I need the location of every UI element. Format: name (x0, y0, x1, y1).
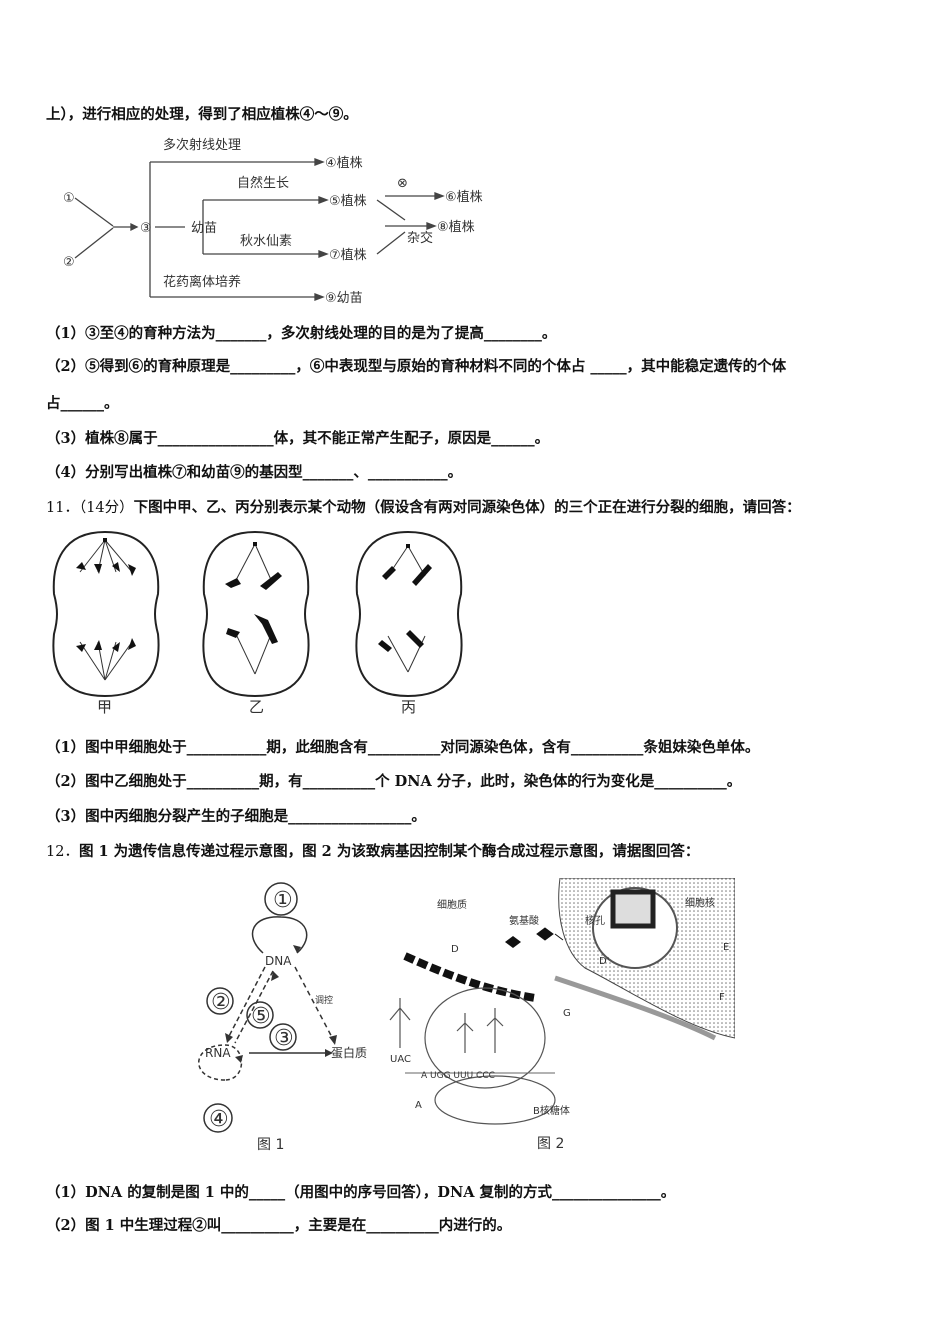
fig2-ribosome: B核糖体 (533, 1104, 570, 1117)
self-symbol: ⊗ (397, 176, 408, 191)
figure-2-translation: 细胞质 氨基酸 细胞核 核孔 D D' E F G UAC A UGG UUU … (389, 878, 735, 1152)
fig2-nucleus: 细胞核 (685, 896, 715, 909)
fig2-d: D (451, 944, 459, 955)
figure-1-central-dogma: ① ② ⑤ ③ ④ DNA RNA 蛋白质 调控 图 1 (198, 882, 367, 1153)
plant-5: ⑤植株 (329, 194, 367, 209)
cell-label-bing: 丙 (401, 698, 416, 714)
fig1-protein: 蛋白质 (331, 1045, 367, 1060)
q12-stem: 12．图 1 为遗传信息传递过程示意图，图 2 为该致病基因控制某个酶合成过程示… (46, 840, 699, 861)
fig2-mrna: A UGG UUU CCC (421, 1071, 495, 1081)
fig2-anticodon: UAC (390, 1054, 411, 1065)
q11-points: （14分） (78, 500, 134, 516)
cell-jia-outline (52, 530, 160, 698)
natural-label: 自然生长 (237, 175, 289, 191)
cell-yi-outline (202, 530, 310, 698)
breeding-diagram: ① ② ③ 多次射线处理 自然生长 秋水仙素 花药离体培养 幼苗 ⊗ 杂交 ④植… (63, 137, 483, 306)
fig1-reverse: 调控 (315, 994, 333, 1006)
fig1-node-1: ① (273, 888, 293, 913)
plant-4: ④植株 (325, 156, 363, 171)
q11-stem-text: 下图中甲、乙、丙分别表示某个动物（假设含有两对同源染色体）的三个正在进行分裂的细… (133, 499, 801, 516)
fig2-e: E (723, 942, 729, 953)
q12-stem-text: 图 1 为遗传信息传递过程示意图，图 2 为该致病基因控制某个酶合成过程示意图，… (78, 843, 700, 860)
q10-part4: （4）分别写出植株⑦和幼苗⑨的基因型_______、___________。 (46, 464, 463, 481)
cell-bing-outline (355, 530, 463, 698)
q11-part1: （1）图中甲细胞处于___________期，此细胞含有__________对同… (46, 739, 760, 756)
plant-6: ⑥植株 (445, 190, 483, 205)
seedling-label: 幼苗 (191, 221, 217, 236)
q10-part3: （3）植株⑧属于________________体，其不能正常产生配子，原因是_… (46, 430, 550, 447)
fig2-nucleus-pore: 核孔 (585, 914, 605, 927)
q11-part2: （2）图中乙细胞处于__________期，有__________个 DNA 分… (46, 773, 742, 790)
intro-line: 上），进行相应的处理，得到了相应植株④～⑨。 (46, 106, 358, 123)
fig2-a: A (415, 1100, 422, 1111)
q12-number: 12． (46, 844, 79, 860)
fig1-caption: 图 1 (257, 1137, 284, 1153)
fig1-rna: RNA (205, 1046, 231, 1060)
fig2-g: G (563, 1008, 571, 1019)
fig2-cytoplasm: 细胞质 (437, 898, 467, 911)
q11-number: 11． (46, 500, 79, 516)
q10-part2a: （2）⑤得到⑥的育种原理是_________，⑥中表现型与原始的育种材料不同的个… (46, 358, 787, 375)
fig1-dna: DNA (265, 954, 292, 968)
q11-part3: （3）图中丙细胞分裂产生的子细胞是_________________。 (46, 808, 426, 825)
plant-7: ⑦植株 (329, 248, 367, 263)
node-1: ① (63, 191, 75, 206)
q10-part2b: 占______。 (46, 395, 119, 412)
q10-part1: （1）③至④的育种方法为_______，多次射线处理的目的是为了提高______… (46, 325, 557, 342)
fig2-caption: 图 2 (537, 1136, 564, 1152)
fig2-f: F (719, 992, 725, 1003)
node-2: ② (63, 255, 75, 270)
q12-part2: （2）图 1 中生理过程②叫__________，主要是在__________内… (46, 1217, 512, 1234)
node-3: ③ (140, 221, 152, 236)
anther-label: 花药离体培养 (163, 274, 241, 290)
cell-label-yi: 乙 (249, 698, 264, 714)
dividing-cells-figure: 甲 乙 丙 (52, 530, 463, 714)
cross-label: 杂交 (407, 230, 433, 246)
fig2-amino-acid: 氨基酸 (509, 914, 539, 927)
q12-part1: （1）DNA 的复制是图 1 中的_____（用图中的序号回答），DNA 复制的… (46, 1184, 676, 1201)
fig2-d2: D' (599, 956, 609, 967)
seedling-9: ⑨幼苗 (325, 291, 363, 306)
colchicine-label: 秋水仙素 (240, 234, 292, 249)
fig1-node-2: ② (211, 990, 231, 1015)
fig1-node-3: ③ (274, 1026, 294, 1051)
fig1-node-5: ⑤ (251, 1004, 271, 1029)
fig1-node-4: ④ (209, 1107, 229, 1132)
mutation-label: 多次射线处理 (163, 137, 241, 153)
q11-stem: 11．（14分）下图中甲、乙、丙分别表示某个动物（假设含有两对同源染色体）的三个… (46, 496, 801, 517)
cell-label-jia: 甲 (97, 698, 112, 714)
plant-8: ⑧植株 (437, 220, 475, 235)
